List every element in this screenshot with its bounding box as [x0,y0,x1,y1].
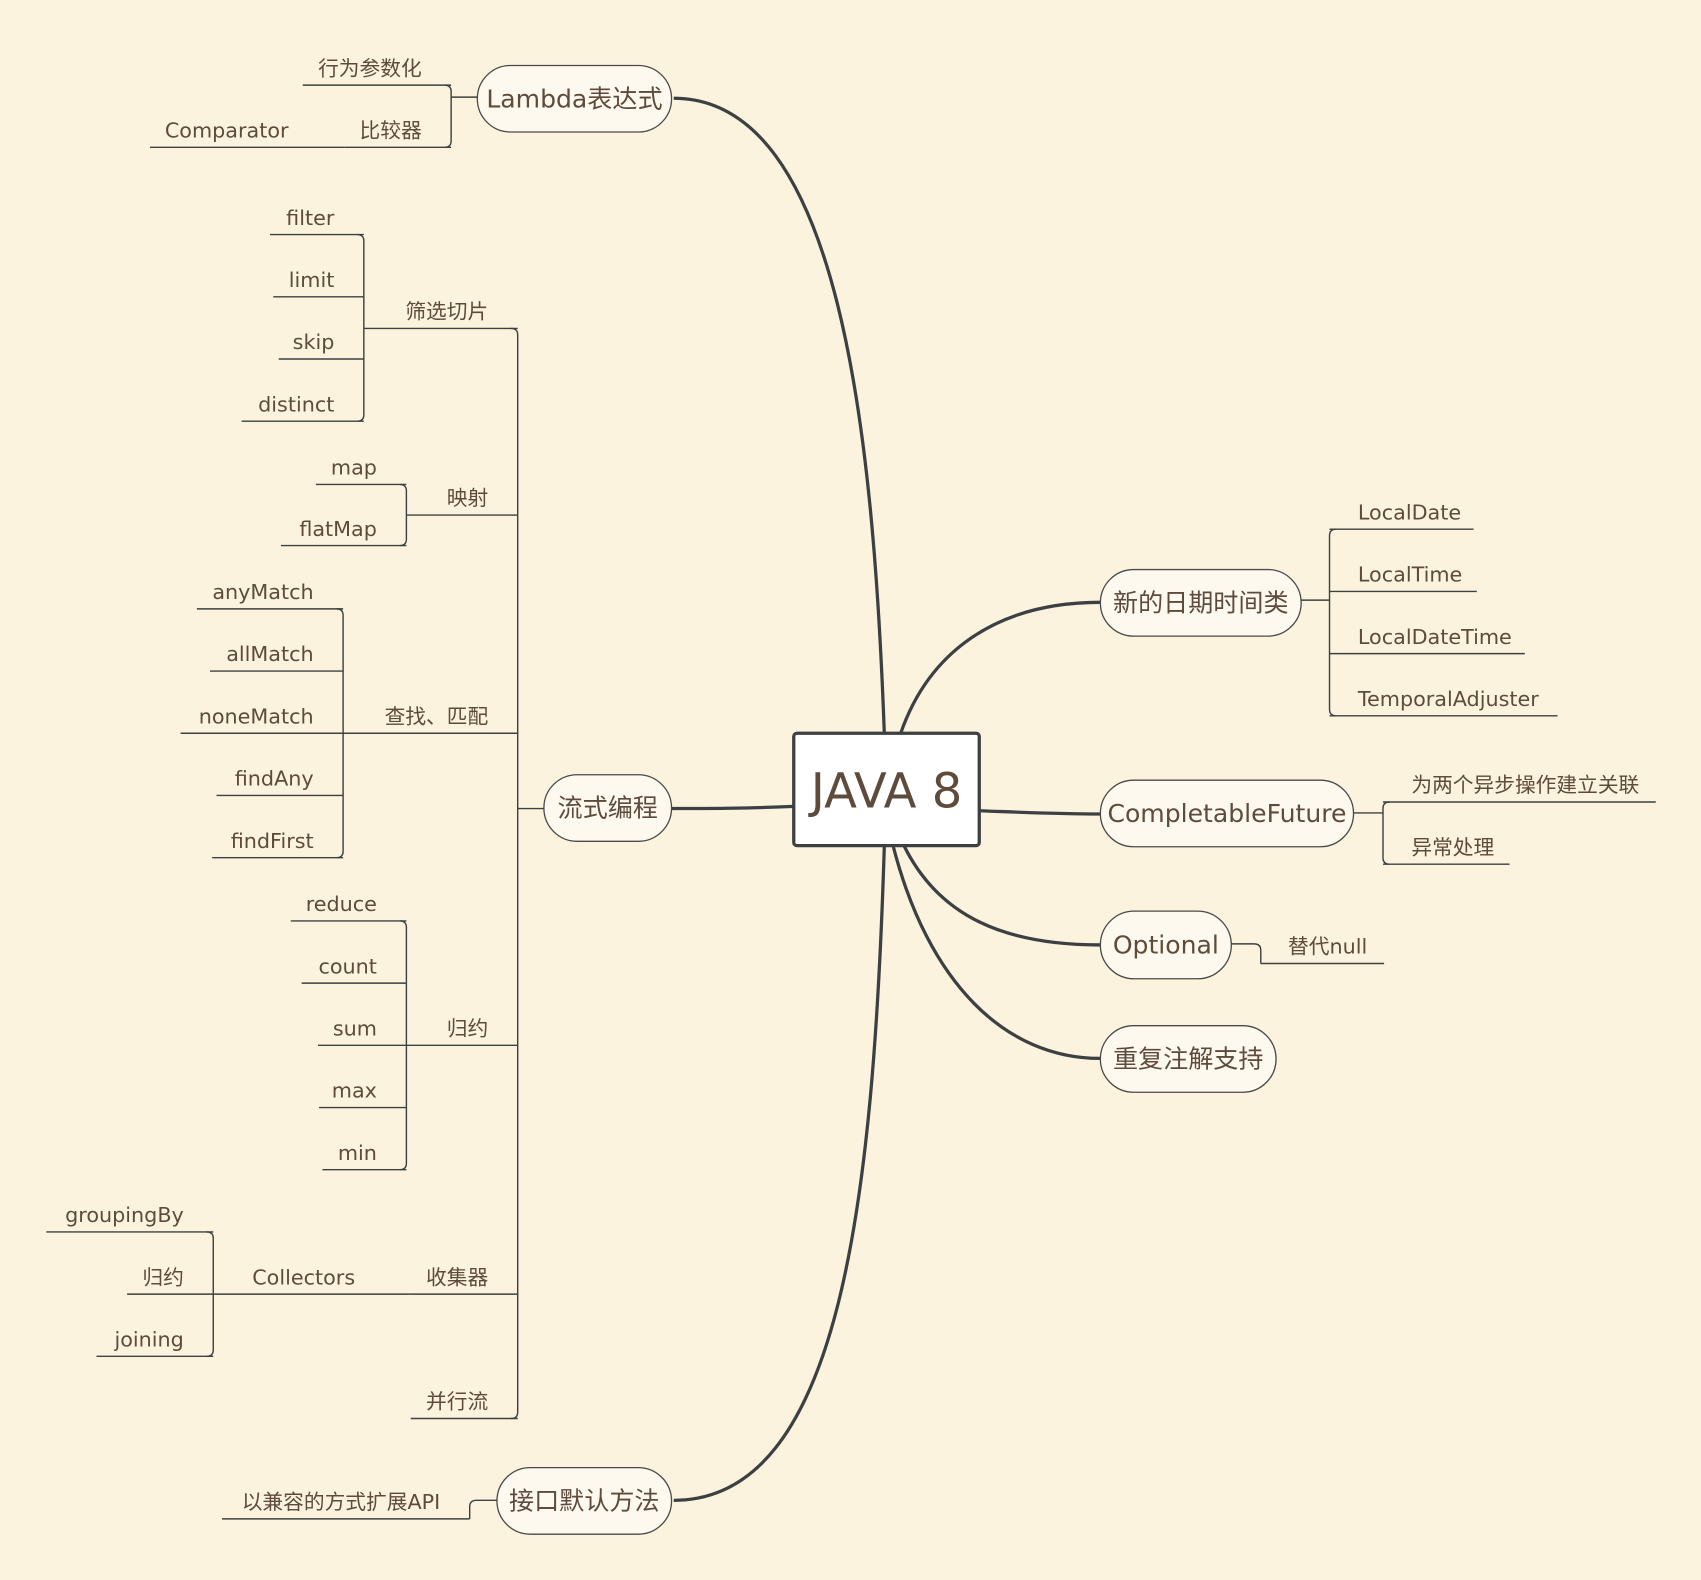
node-lambda[interactable] [476,64,673,133]
leaf-behavior-param[interactable]: 行为参数化 [318,56,422,80]
leaf-comparator[interactable]: Comparator [165,118,289,142]
stream-group-0[interactable]: 筛选切片 [405,300,488,324]
datetime-leaf-2[interactable]: LocalDateTime [1358,625,1512,649]
stream-leaf-3-4[interactable]: min [338,1141,377,1165]
stream-leaf-2-3[interactable]: findAny [235,767,314,791]
branch-curve-interface [673,845,886,1502]
node-datetime-label[interactable]: 新的日期时间类 [1113,589,1289,618]
central-topic-label[interactable]: JAVA 8 [808,763,962,819]
bracket-line [357,233,365,422]
node-interface-label[interactable]: 接口默认方法 [509,1487,659,1516]
branch-curve-datetime [899,600,1101,734]
stream-leaf-3-3[interactable]: max [332,1079,377,1103]
branch-curve-lambda [673,96,886,734]
stream-leaf-0-2[interactable]: skip [293,330,335,354]
stream-group-1[interactable]: 映射 [447,486,488,510]
bracket-line [1328,528,1337,717]
stream-leaf-4-2[interactable]: joining [113,1327,183,1351]
leaf-collectors[interactable]: Collectors [252,1265,355,1289]
stream-leaf-1-1[interactable]: flatMap [299,517,377,541]
node-repeat[interactable] [1099,1025,1277,1093]
stream-leaf-0-1[interactable]: limit [289,268,335,292]
leaf-async-link[interactable]: 为两个异步操作建立关联 [1411,773,1639,797]
branch-curve-stream [671,804,794,811]
node-lambda-label[interactable]: Lambda表达式 [486,84,662,113]
node-completable-label[interactable]: CompletableFuture [1107,799,1346,828]
stream-leaf-1-0[interactable]: map [331,456,377,480]
node-stream-label[interactable]: 流式编程 [558,794,658,823]
connector-line [468,1499,497,1519]
stream-leaf-3-2[interactable]: sum [333,1017,377,1041]
bracket-line [511,327,519,1420]
bracket-line [1382,801,1390,865]
datetime-leaf-3[interactable]: TemporalAdjuster [1357,687,1539,711]
node-datetime[interactable] [1099,568,1302,637]
stream-leaf-4-1[interactable]: 归约 [142,1265,183,1289]
stream-leaf-2-4[interactable]: findFirst [231,829,314,853]
leaf-comparator-cn[interactable]: 比较器 [360,118,422,142]
datetime-leaf-1[interactable]: LocalTime [1358,563,1462,587]
stream-group-5[interactable]: 并行流 [426,1390,488,1414]
stream-leaf-0-3[interactable]: distinct [258,392,334,416]
branch-curve-optional [902,844,1101,947]
stream-leaf-3-0[interactable]: reduce [306,892,377,916]
central-topic[interactable] [792,731,981,848]
stream-leaf-4-0[interactable]: groupingBy [65,1203,184,1227]
node-optional[interactable] [1099,910,1232,980]
branch-curve-completable [979,809,1101,816]
node-repeat-label[interactable]: 重复注解支持 [1113,1045,1263,1074]
stream-leaf-3-1[interactable]: count [318,954,376,978]
connector-line [1231,943,1262,964]
bracket-line [444,84,452,149]
stream-group-4[interactable]: 收集器 [426,1265,488,1289]
stream-group-3[interactable]: 归约 [447,1017,488,1041]
stream-leaf-0-0[interactable]: filter [286,206,335,230]
branch-curve-repeat [891,845,1101,1061]
stream-leaf-2-0[interactable]: anyMatch [212,580,313,604]
bracket-line [399,483,408,547]
stream-group-2[interactable]: 查找、匹配 [385,704,489,728]
stream-leaf-2-1[interactable]: allMatch [226,642,313,666]
stream-leaf-2-2[interactable]: noneMatch [199,704,314,728]
datetime-leaf-0[interactable]: LocalDate [1358,500,1461,524]
leaf-exception[interactable]: 异常处理 [1411,835,1494,859]
node-optional-label[interactable]: Optional [1113,931,1219,960]
leaf-replace-null[interactable]: 替代null [1288,935,1367,959]
leaf-extend-api[interactable]: 以兼容的方式扩展API [242,1490,441,1514]
